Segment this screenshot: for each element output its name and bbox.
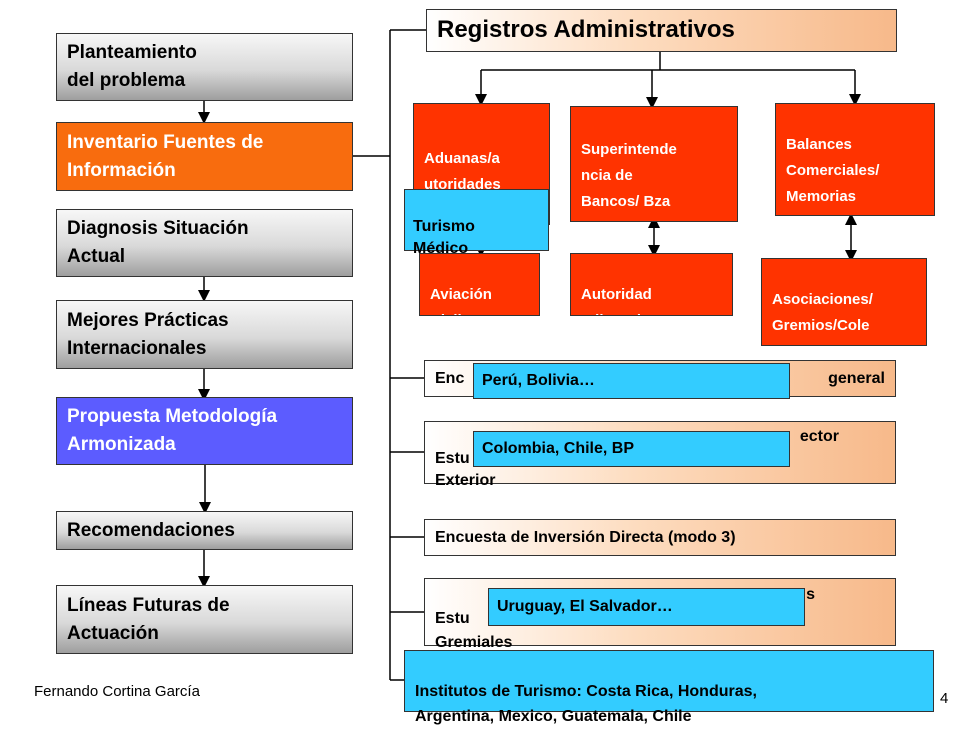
note-label: Uruguay, El Salvador… [497,598,673,615]
survey-label-left: Estu Gremiales [435,610,513,651]
step-label: Líneas Futuras de Actuación [67,594,230,644]
linked-label: Aviación Civil [430,286,492,315]
linked-asociaciones: Asociaciones/ Gremios/Cole gios Prof [761,258,927,346]
note-peru-bolivia: Perú, Bolivia… [473,363,790,399]
step-recomendaciones: Recomendaciones [56,511,353,550]
step-label: Inventario Fuentes de Información [67,131,264,181]
step-mejores-practicas: Mejores Prácticas Internacionales [56,300,353,369]
survey-label-right: ector [799,428,839,445]
step-propuesta-metodologia: Propuesta Metodología Armonizada [56,397,353,465]
step-label: Recomendaciones [67,519,235,541]
step-inventario-fuentes: Inventario Fuentes de Información [56,122,353,191]
step-label: Mejores Prácticas Internacionales [67,309,229,359]
source-label: Superintende ncia de Bancos/ Bza Cambiar… [581,141,677,221]
footer-author: Fernando Cortina García [34,683,200,700]
turismo-medico-label: Turismo Médico [413,218,475,257]
linked-label: Autoridad Tributaria [581,286,652,315]
survey-label-right: general [828,370,885,387]
note-label: Perú, Bolivia… [482,372,595,389]
note-label: Colombia, Chile, BP [482,440,635,457]
linked-autoridad-tributaria: Autoridad Tributaria [570,253,733,316]
turismo-medico-callout: Turismo Médico [404,189,549,257]
step-label: Planteamiento del problema [67,42,197,91]
survey-label: Encuesta de Inversión Directa (modo 3) [435,529,736,546]
step-diagnosis: Diagnosis Situación Actual [56,209,353,277]
source-balances: Balances Comerciales/ Memorias Anuales [775,103,935,216]
step-planteamiento: Planteamiento del problema [56,33,353,101]
source-superintendencia: Superintende ncia de Bancos/ Bza Cambiar… [570,106,738,222]
step-label: Diagnosis Situación Actual [67,218,249,267]
registros-title-label: Registros Administrativos [437,16,735,43]
survey-label-right: s [806,586,815,603]
page-number: 4 [940,690,949,707]
survey-label-left: Estu Exterior [435,450,496,489]
institutos-turismo: Institutos de Turismo: Costa Rica, Hondu… [404,650,934,725]
linked-aviacion-civil: Aviación Civil [419,253,540,316]
source-label: Balances Comerciales/ Memorias Anuales [786,136,880,215]
registros-administrativos-title: Registros Administrativos [426,9,897,52]
note-uruguay-el-salvador: Uruguay, El Salvador… [488,588,805,626]
survey-inversion-directa: Encuesta de Inversión Directa (modo 3) [424,519,896,556]
linked-label: Asociaciones/ Gremios/Cole gios Prof [772,291,873,345]
step-lineas-futuras: Líneas Futuras de Actuación [56,585,353,654]
step-label: Propuesta Metodología Armonizada [67,406,278,455]
note-colombia-chile: Colombia, Chile, BP [473,431,790,467]
survey-label-left: Enc [435,370,465,387]
